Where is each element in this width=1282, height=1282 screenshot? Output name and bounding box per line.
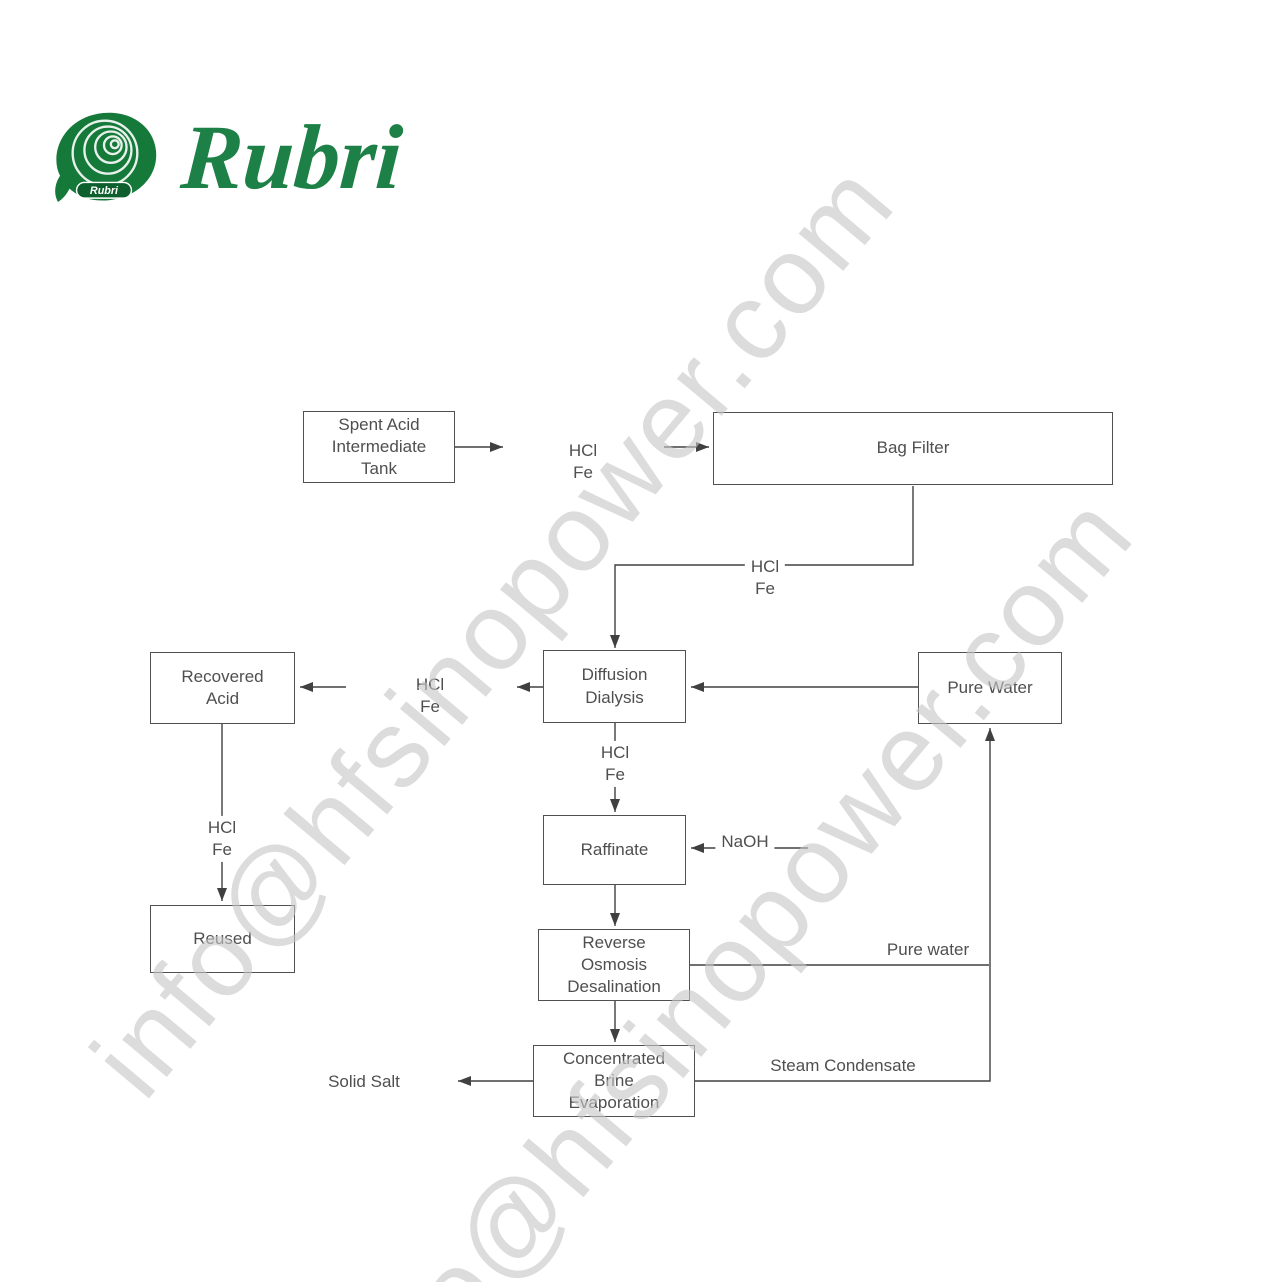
label-hcl-fe-dialysis-to-raffinate: HCl Fe: [594, 740, 636, 788]
node-spent-acid-intermediate-tank: Spent Acid Intermediate Tank: [303, 411, 455, 483]
label-solid-salt: Solid Salt: [328, 1071, 400, 1091]
node-raffinate: Raffinate: [543, 815, 686, 885]
node-reverse-osmosis-desalination: Reverse Osmosis Desalination: [538, 929, 690, 1001]
label-hcl-fe-recovered-to-reused: HCl Fe: [201, 815, 243, 863]
brand-wordmark: Rubri: [178, 106, 406, 208]
label-hcl-fe-dialysis-to-recovered: HCl Fe: [415, 674, 445, 716]
node-diffusion-dialysis: Diffusion Dialysis: [543, 650, 686, 723]
label-hcl-fe-tank-to-filter: HCl Fe: [568, 440, 598, 482]
node-pure-water: Pure Water: [918, 652, 1062, 724]
node-concentrated-brine-evaporation: Concentrated Brine Evaporation: [533, 1045, 695, 1117]
node-bag-filter: Bag Filter: [713, 412, 1113, 485]
edge-condensate-to-purewater: [695, 728, 995, 1082]
shell-logo-icon: Rubri: [55, 112, 157, 203]
label-hcl-fe-filter-to-dialysis: HCl Fe: [744, 554, 786, 602]
label-pure-water-return: Pure water: [886, 939, 970, 959]
brand-logo: Rubri Rubri: [50, 106, 406, 208]
shell-logo-caption: Rubri: [90, 185, 119, 197]
label-steam-condensate: Steam Condensate: [770, 1055, 916, 1075]
node-recovered-acid: Recovered Acid: [150, 652, 295, 724]
node-reused: Reused: [150, 905, 295, 973]
label-naoh: NaOH: [715, 829, 775, 855]
